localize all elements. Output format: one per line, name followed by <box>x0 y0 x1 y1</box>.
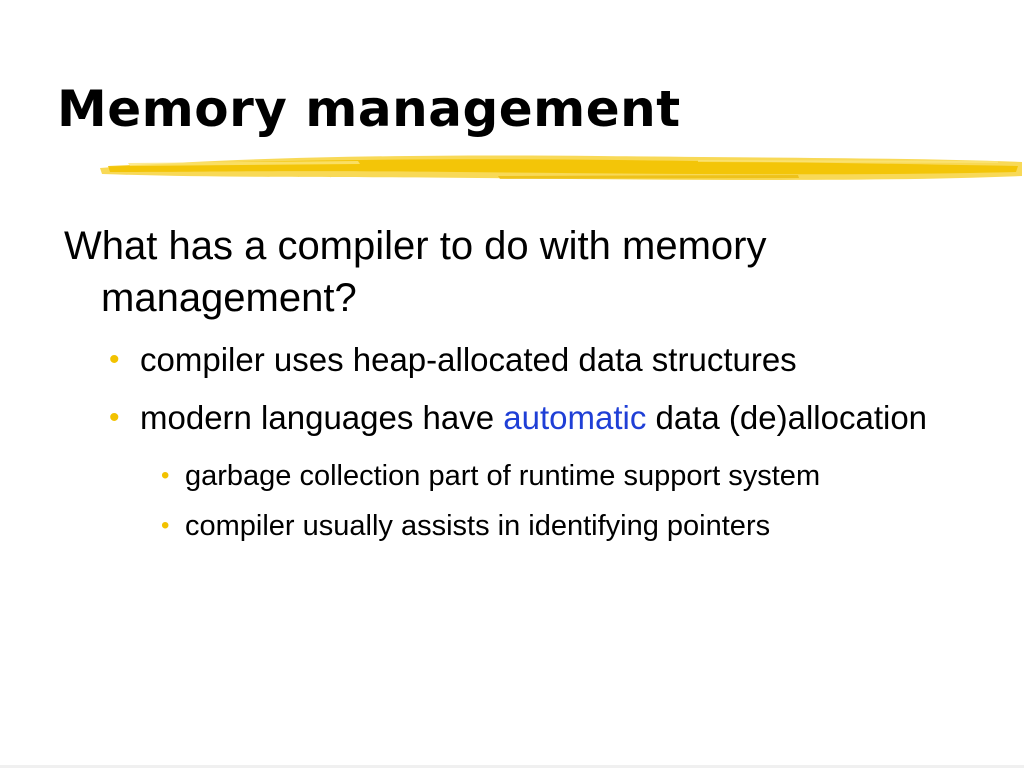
sub-point-2-text-before: modern languages have <box>140 399 495 436</box>
sub-sub-point-1-text: garbage collection part of runtime suppo… <box>185 460 821 492</box>
bullet-icon: • <box>109 343 120 376</box>
bullet-icon: • <box>161 512 170 539</box>
slide-body: What has a compiler to do with memory ma… <box>0 220 1024 546</box>
sub-point-2: • modern languages have automatic data (… <box>109 396 960 440</box>
sub-point-2-text-after: data (de)allocation <box>655 399 928 436</box>
main-point: What has a compiler to do with memory ma… <box>64 224 767 320</box>
title-highlighter-stroke <box>100 155 1022 180</box>
sub-sub-point-1: • garbage collection part of runtime sup… <box>161 456 985 496</box>
bottom-divider <box>0 765 1024 768</box>
slide-title: Memory management <box>57 80 681 138</box>
sub-point-1-text: compiler uses heap-allocated data struct… <box>140 341 797 378</box>
bullet-icon: • <box>161 462 170 489</box>
bullet-icon: • <box>109 401 120 434</box>
sub-sub-point-2: • compiler usually assists in identifyin… <box>161 506 985 546</box>
sub-point-1: • compiler uses heap-allocated data stru… <box>109 338 960 382</box>
sub-point-2-highlight: automatic <box>503 399 647 436</box>
sub-sub-point-2-text: compiler usually assists in identifying … <box>185 510 771 542</box>
